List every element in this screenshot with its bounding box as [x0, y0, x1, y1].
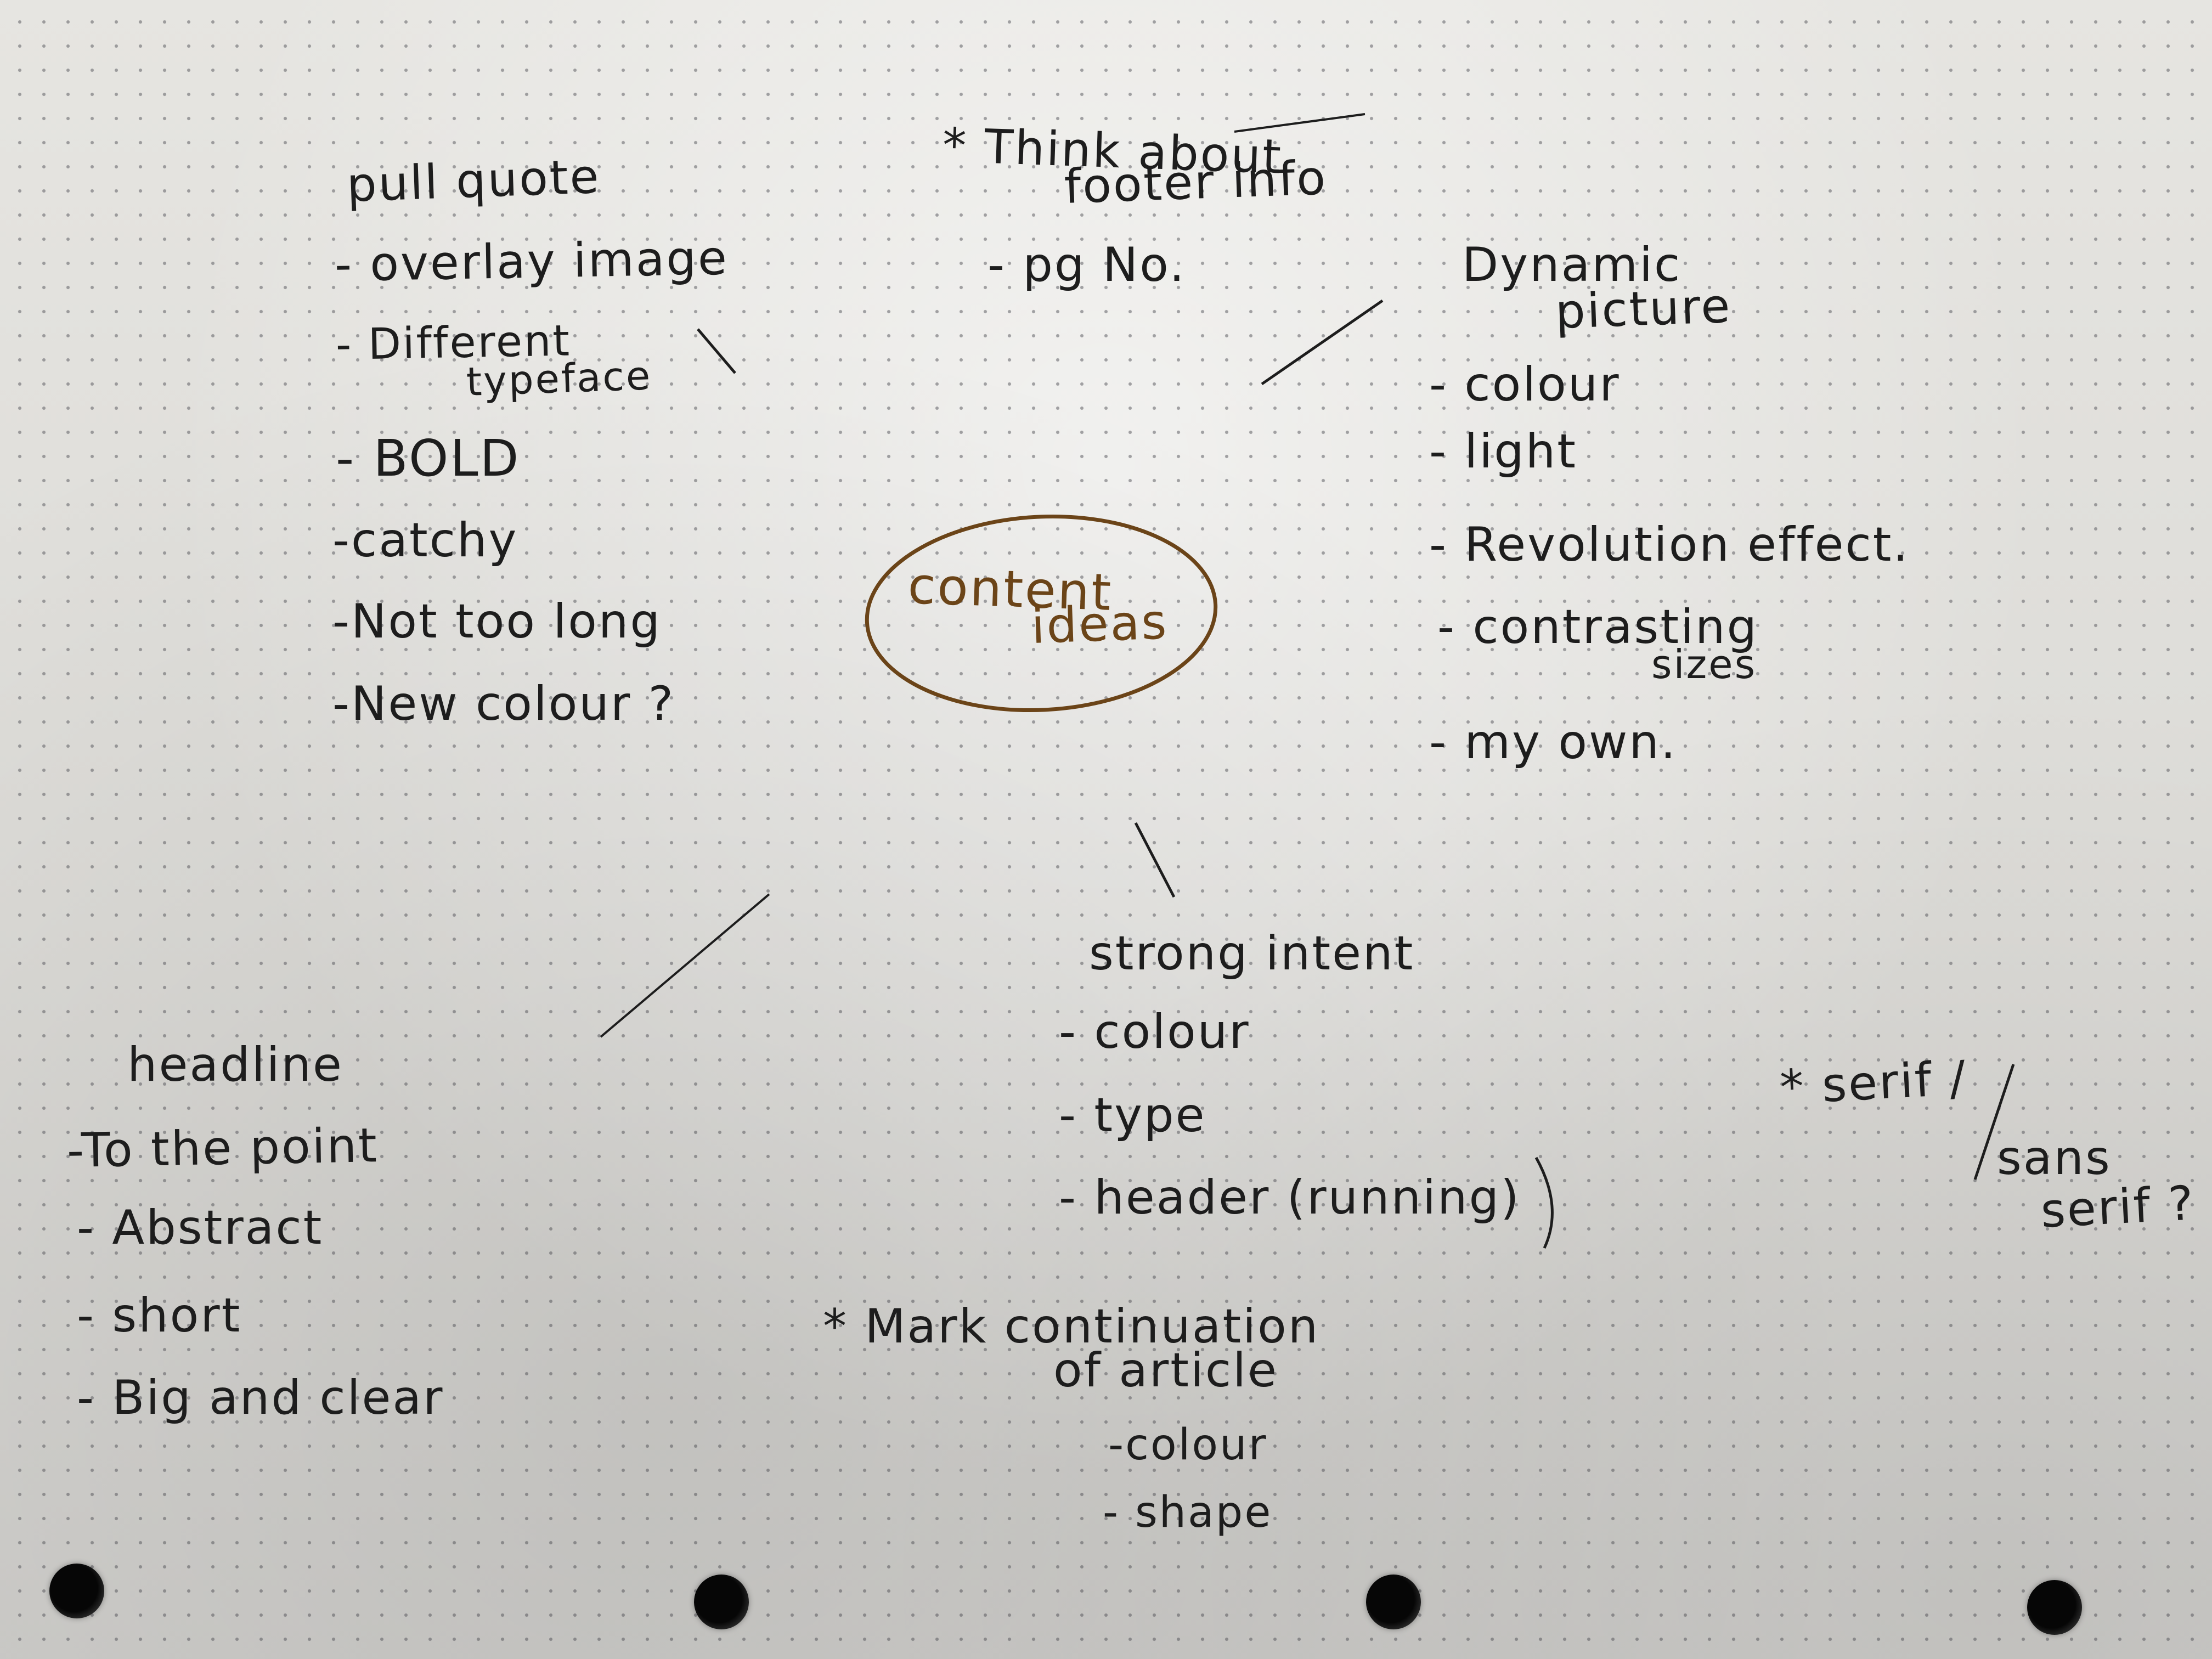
- continuation-line-1: * Mark continuation: [823, 1299, 1320, 1354]
- strong-item-1: - colour: [1059, 1005, 1250, 1059]
- serif-note-line-1: * serif /: [1779, 1051, 1969, 1115]
- serif-note-line-3: serif ?: [2039, 1176, 2197, 1239]
- connector-center-to-dynamic: [1261, 299, 1384, 386]
- pull-quote-item-5: -Not too long: [332, 594, 662, 649]
- strong-item-3: - header (running): [1059, 1170, 1521, 1225]
- center-word-2: ideas: [1030, 593, 1169, 654]
- dynamic-item-3: - Revolution effect.: [1429, 517, 1910, 572]
- punch-hole-2: [694, 1575, 749, 1629]
- dynamic-title-line-1: Dynamic: [1462, 238, 1682, 292]
- pull-quote-item-2b: typeface: [465, 352, 653, 405]
- connector-center-to-pull-quote: [697, 328, 736, 374]
- strike-line-footer: [1234, 113, 1365, 133]
- dynamic-item-4: - contrasting: [1437, 600, 1759, 654]
- strong-title: strong intent: [1089, 926, 1415, 981]
- punch-hole-1: [49, 1564, 104, 1618]
- center-ellipse: [865, 514, 1218, 713]
- strong-item-2: - type: [1059, 1088, 1206, 1143]
- headline-item-1: -To the point: [66, 1118, 379, 1178]
- dynamic-item-2: - light: [1429, 424, 1577, 479]
- dynamic-item-1: - colour: [1429, 357, 1621, 412]
- dynamic-title-line-2: picture: [1554, 278, 1733, 340]
- headline-item-4: - Big and clear: [77, 1370, 444, 1425]
- punch-hole-4: [2027, 1580, 2082, 1635]
- continuation-item-1: -colour: [1108, 1420, 1268, 1470]
- pull-quote-title: pull quote: [346, 149, 602, 213]
- continuation-item-2: - shape: [1103, 1488, 1273, 1537]
- serif-note-line-2: sans: [1997, 1131, 2112, 1186]
- pull-quote-item-4: -catchy: [332, 513, 518, 568]
- punch-hole-3: [1366, 1575, 1421, 1629]
- connector-center-to-strong: [1134, 822, 1176, 898]
- pull-quote-item-3: - BOLD: [336, 429, 521, 488]
- footer-note-line-2: footer info: [1063, 150, 1328, 215]
- dynamic-item-4b: sizes: [1651, 641, 1757, 687]
- footer-note-item: - pg No.: [988, 238, 1186, 292]
- headline-item-3: - short: [77, 1288, 242, 1343]
- dynamic-item-5: - my own.: [1429, 715, 1678, 770]
- serif-slash: [1973, 1064, 2015, 1180]
- continuation-line-2: of article: [1053, 1343, 1278, 1398]
- pull-quote-item-1: - overlay image: [334, 230, 729, 292]
- bracket-curve: [1534, 1156, 1554, 1249]
- headline-title: headline: [127, 1037, 343, 1092]
- connector-center-to-headline: [600, 893, 770, 1038]
- headline-item-2: - Abstract: [77, 1200, 324, 1255]
- pull-quote-item-6: -New colour ?: [332, 676, 675, 731]
